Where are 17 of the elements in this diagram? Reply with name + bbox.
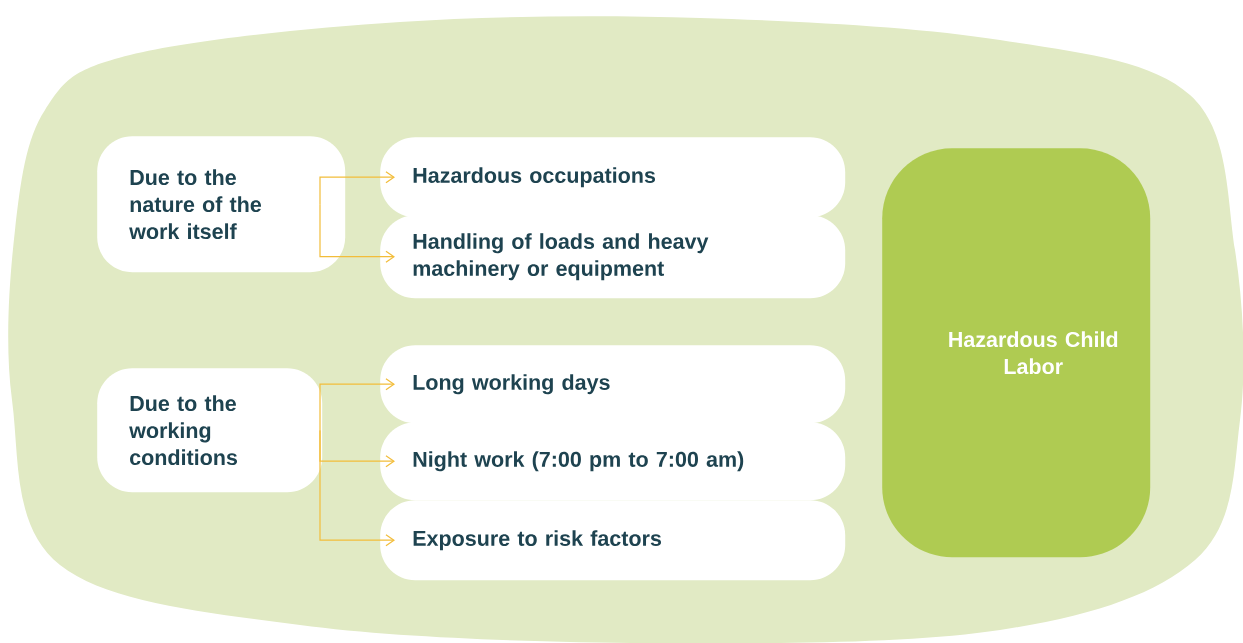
node-label: Hazardous occupations: [413, 167, 656, 188]
item-box: Handling of loads and heavy machinery or equipment: [380, 215, 846, 299]
item-box: Long working days: [380, 345, 846, 424]
node-label: Exposure to risk factors: [413, 530, 661, 551]
node-label: Night work (7:00 pm to 7:00 am): [413, 451, 744, 472]
cause-box: Due to the nature of the work itself: [97, 136, 346, 273]
arrow: [319, 378, 395, 431]
arrow: [319, 171, 395, 205]
item-box: Night work (7:00 pm to 7:00 am): [380, 422, 846, 501]
arrow: [319, 429, 395, 547]
item-box: Exposure to risk factors: [380, 500, 846, 581]
cause-box: Due to the working conditions: [97, 368, 323, 493]
node-label: Handling of loads and heavy machinery or equipment: [413, 233, 709, 281]
node-label: Long working days: [413, 374, 610, 395]
arrow: [319, 203, 395, 263]
item-box: Hazardous occupations: [380, 137, 846, 218]
category-box: Hazardous Child Labor: [882, 148, 1151, 558]
